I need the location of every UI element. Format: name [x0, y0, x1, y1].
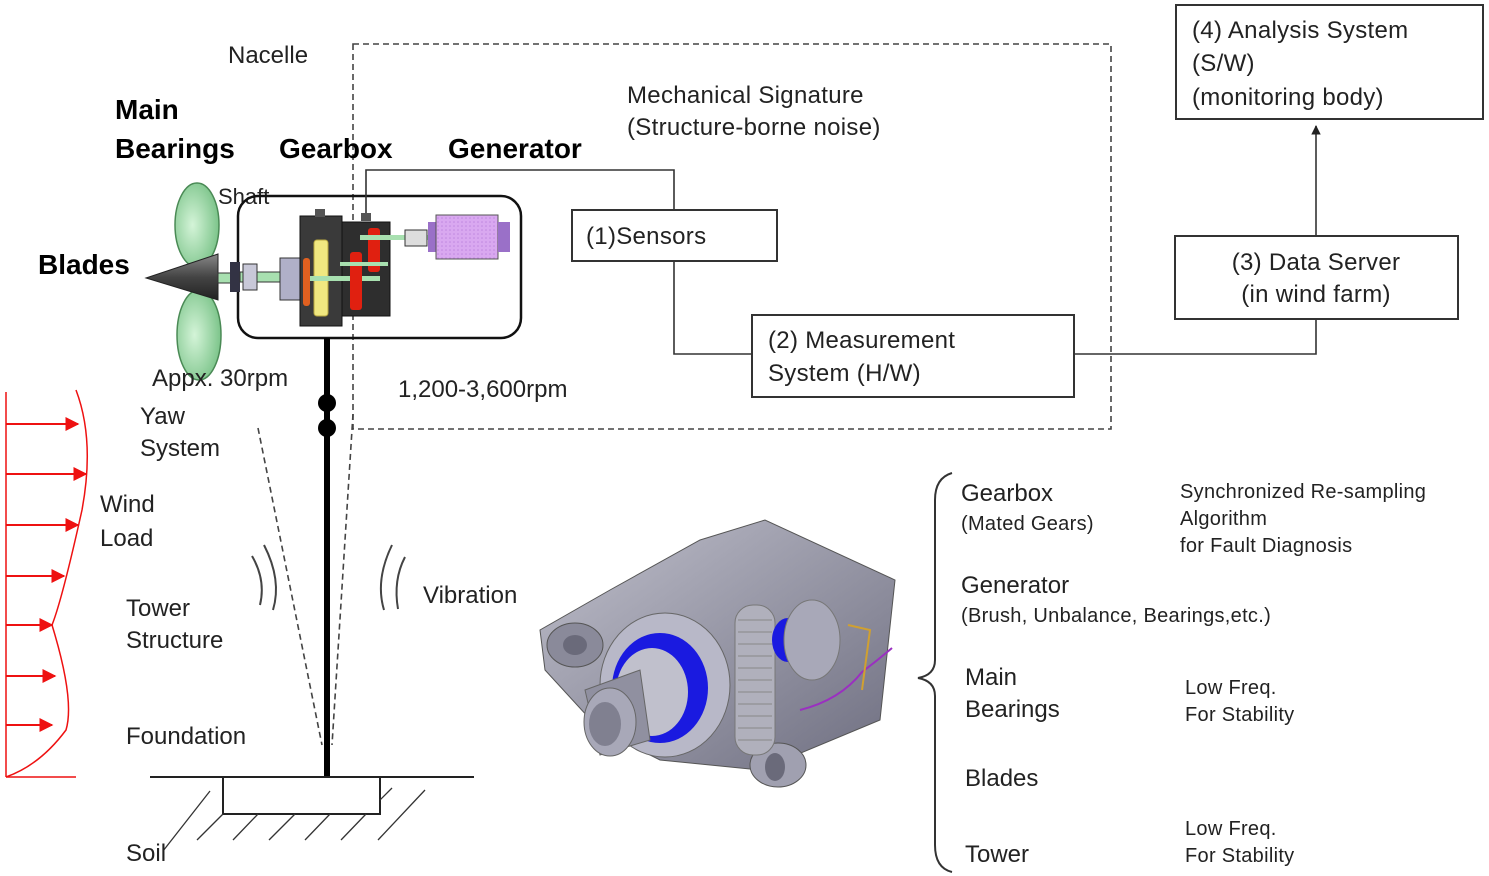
component-name: Bearings [965, 696, 1060, 723]
component-note: For Stability [1185, 704, 1295, 726]
tower-structure-label-line1: Tower [126, 595, 190, 622]
yaw-label-line1: Yaw [140, 403, 186, 430]
gearbox-3d-illustration [539, 519, 896, 788]
data-server-box: (3) Data Server (in wind farm) [1174, 235, 1459, 320]
analysis-label-line1: (4) Analysis System [1192, 17, 1408, 44]
component-note: Low Freq. [1185, 677, 1277, 699]
component-generator: Generator (Brush, Unbalance, Bearings,et… [961, 572, 1271, 627]
analysis-system-box: (4) Analysis System (S/W) (monitoring bo… [1175, 4, 1484, 120]
sensors-box: (1)Sensors [571, 209, 778, 262]
signature-label-line2: (Structure-borne noise) [627, 114, 881, 141]
data-server-label-line1: (3) Data Server [1232, 249, 1401, 276]
yaw-label-line2: System [140, 435, 220, 462]
generator-speed-label: 1,200-3,600rpm [398, 376, 567, 403]
main-bearings-label-line1: Main [115, 94, 179, 125]
vibration-label: Vibration [423, 582, 517, 609]
vibration-marks [251, 544, 406, 611]
measurement-label-line2: System (H/W) [768, 360, 921, 387]
component-name: Blades [965, 765, 1038, 792]
yaw-joint-lower [318, 419, 336, 437]
component-name: Tower [965, 841, 1029, 868]
generator-label: Generator [448, 133, 582, 164]
component-name: Generator [961, 572, 1069, 599]
gearbox-label: Gearbox [279, 133, 393, 164]
wind-load-profile [5, 389, 89, 778]
component-gearbox: Gearbox (Mated Gears) Synchronized Re-sa… [961, 480, 1426, 557]
component-main-bearings: Main Bearings Low Freq. For Stability [965, 664, 1295, 726]
wind-load-label-line2: Load [100, 525, 153, 552]
measurement-label-line1: (2) Measurement [768, 327, 955, 354]
main-bearing-block [242, 263, 258, 291]
soil-label: Soil [126, 840, 166, 867]
foundation-ground [150, 776, 474, 852]
main-bearings-label-line2: Bearings [115, 133, 235, 164]
analysis-label-line2: (S/W) [1192, 50, 1255, 77]
component-note: Low Freq. [1185, 818, 1277, 840]
component-blades: Blades [965, 765, 1038, 792]
measurement-system-box: (2) Measurement System (H/W) [751, 314, 1075, 398]
signal-connectors [365, 125, 1321, 355]
blades-label: Blades [38, 249, 130, 280]
tower-structure-label-line2: Structure [126, 627, 223, 654]
component-brace [917, 472, 953, 873]
hub-cone [144, 253, 219, 301]
main-shaft [217, 257, 303, 301]
component-subtitle: (Mated Gears) [961, 513, 1094, 535]
rotor-blades [144, 182, 222, 381]
component-subtitle: (Brush, Unbalance, Bearings,etc.) [961, 605, 1271, 627]
generator-schematic [404, 214, 510, 260]
foundation-label: Foundation [126, 723, 246, 750]
component-note: For Stability [1185, 845, 1295, 867]
component-name: Gearbox [961, 480, 1053, 507]
component-note: for Fault Diagnosis [1180, 535, 1352, 557]
gearbox-schematic [299, 209, 428, 327]
data-server-label-line2: (in wind farm) [1241, 281, 1391, 308]
nacelle-label: Nacelle [228, 42, 308, 69]
component-note: Synchronized Re-sampling [1180, 481, 1426, 503]
component-tower: Tower Low Freq. For Stability [965, 818, 1295, 868]
yaw-joint-upper [318, 394, 336, 412]
wind-load-label-line1: Wind [100, 491, 155, 518]
rotor-speed-label: Appx. 30rpm [152, 365, 288, 392]
component-note: Algorithm [1180, 508, 1267, 530]
tower [257, 338, 354, 776]
sensors-label: (1)Sensors [586, 223, 706, 250]
analysis-label-line3: (monitoring body) [1192, 84, 1384, 111]
signature-label-line1: Mechanical Signature [627, 82, 864, 109]
component-name: Main [965, 664, 1017, 691]
